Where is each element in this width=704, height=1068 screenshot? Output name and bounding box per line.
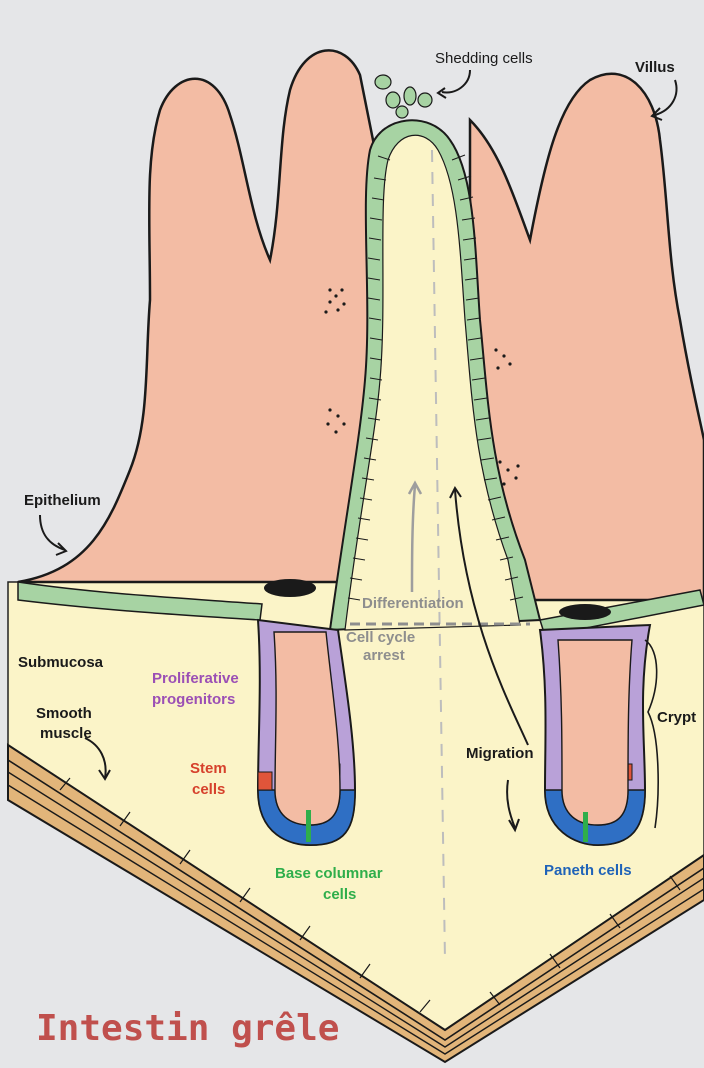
label-differentiation: Differentiation bbox=[362, 595, 464, 612]
label-cell-cycle-line2: arrest bbox=[363, 647, 405, 664]
label-smooth-muscle-line1: Smooth bbox=[36, 705, 92, 722]
label-epithelium: Epithelium bbox=[24, 492, 101, 509]
page-title: Intestin grêle bbox=[36, 1008, 339, 1049]
label-submucosa: Submucosa bbox=[18, 654, 104, 671]
label-base-columnar-line1: Base columnar bbox=[275, 865, 383, 882]
left-base-columnar bbox=[306, 810, 311, 842]
label-proliferative-line1: Proliferative bbox=[152, 670, 239, 687]
label-base-columnar-line2: cells bbox=[323, 886, 356, 903]
label-stem-line1: Stem bbox=[190, 760, 227, 777]
right-crypt bbox=[540, 625, 650, 845]
label-stem-line2: cells bbox=[192, 781, 225, 798]
label-cell-cycle-line1: Cell cycle bbox=[346, 629, 415, 646]
label-paneth: Paneth cells bbox=[544, 862, 632, 879]
label-crypt: Crypt bbox=[657, 709, 696, 726]
label-migration: Migration bbox=[466, 745, 534, 762]
label-villus: Villus bbox=[635, 59, 675, 76]
lymphoid-patch-right bbox=[559, 604, 611, 620]
label-shedding-cells: Shedding cells bbox=[435, 50, 533, 67]
left-crypt bbox=[258, 620, 355, 845]
label-smooth-muscle-line2: muscle bbox=[40, 725, 92, 742]
left-stem-cell bbox=[258, 772, 272, 790]
right-base-columnar bbox=[583, 812, 588, 842]
label-proliferative-line2: progenitors bbox=[152, 691, 235, 708]
lymphoid-patch-left bbox=[264, 579, 316, 597]
